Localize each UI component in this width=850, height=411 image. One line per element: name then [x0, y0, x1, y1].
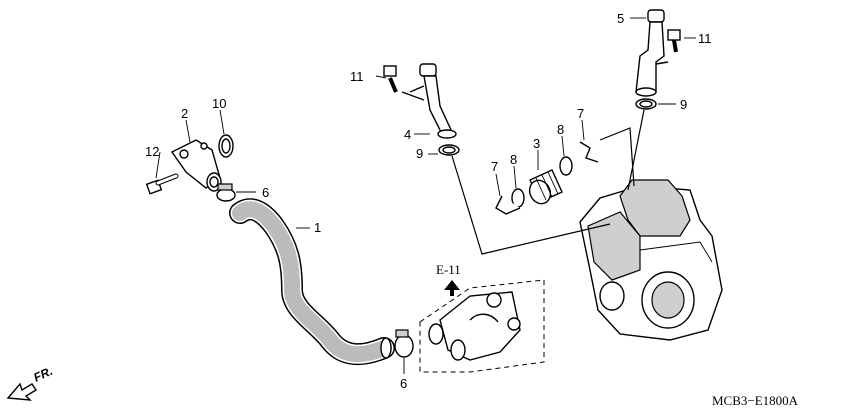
- bolt-part-11-right[interactable]: [667, 29, 681, 53]
- label-part-7-left: 7: [491, 159, 498, 174]
- label-part-12: 12: [145, 144, 159, 159]
- leader-lines: [155, 17, 696, 374]
- label-part-8-right: 8: [557, 122, 564, 137]
- thermostat-housing[interactable]: [419, 279, 545, 373]
- label-part-6-upper: 6: [262, 185, 269, 200]
- reference-arrow: [444, 280, 460, 296]
- label-part-2: 2: [181, 106, 188, 121]
- bolt-part-12[interactable]: [145, 173, 179, 195]
- o-ring-part-9-left[interactable]: [438, 144, 460, 156]
- water-pipe-part-5[interactable]: [635, 9, 669, 97]
- front-arrow-icon: [6, 382, 37, 401]
- water-hose-part-1[interactable]: [229, 198, 395, 366]
- front-direction-indicator: FR.: [6, 364, 55, 401]
- front-label: FR.: [31, 364, 54, 385]
- engine-block: [579, 179, 723, 341]
- clip-part-7-left[interactable]: [495, 195, 521, 215]
- label-part-10: 10: [212, 96, 226, 111]
- label-part-4: 4: [404, 127, 411, 142]
- reference-label: E-11: [436, 262, 461, 277]
- label-part-8-left: 8: [510, 152, 517, 167]
- label-part-9-left: 9: [416, 146, 423, 161]
- hose-clamp-part-6-upper[interactable]: [216, 183, 236, 202]
- bolt-part-11-left[interactable]: [383, 65, 398, 93]
- label-part-11-right: 11: [698, 31, 712, 46]
- diagram-code: MCB3−E1800A: [712, 393, 799, 408]
- part-labels: 1 2 3 4 5 6 6 7 7 8 8 9 9 10 11 11 12: [145, 11, 712, 391]
- o-ring-part-8-right[interactable]: [559, 156, 573, 176]
- o-ring-part-9-right[interactable]: [635, 98, 657, 110]
- label-part-3: 3: [533, 136, 540, 151]
- routing-lines: [401, 91, 645, 255]
- label-part-9-right: 9: [680, 97, 687, 112]
- water-pipe-part-4[interactable]: [409, 63, 457, 139]
- o-ring-part-10[interactable]: [218, 134, 234, 158]
- label-part-1: 1: [314, 220, 321, 235]
- connector-sleeve-part-3[interactable]: [526, 169, 563, 207]
- clip-part-7-right[interactable]: [579, 141, 599, 163]
- water-outlet-part-2[interactable]: [170, 139, 222, 192]
- hose-clamp-part-6-lower[interactable]: [394, 329, 414, 358]
- label-part-7-right: 7: [577, 106, 584, 121]
- label-part-6-lower: 6: [400, 376, 407, 391]
- label-part-5: 5: [617, 11, 624, 26]
- label-part-11-left: 11: [350, 69, 364, 84]
